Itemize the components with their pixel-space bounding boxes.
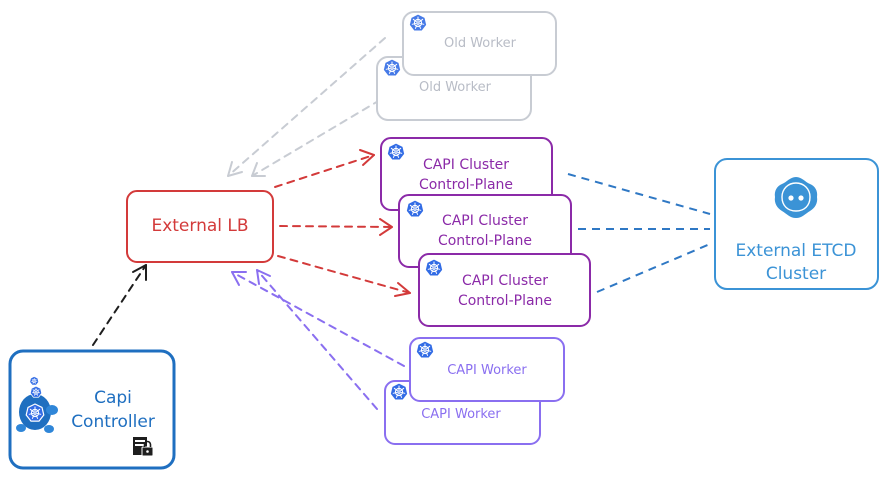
kubernetes-icon: [408, 13, 428, 32]
external-lb-node: External LB: [126, 190, 274, 263]
controlplane-2-node: CAPI Cluster Control-Plane: [398, 194, 572, 268]
old-worker-2-label: Old Worker: [419, 80, 492, 95]
kubernetes-icon: [386, 142, 406, 161]
capi-controller-node: Capi Controller: [8, 349, 176, 470]
worker-connectors: [231, 269, 405, 410]
worker-1-label: CAPI Worker: [447, 363, 527, 378]
controlplane-2-line2: Control-Plane: [438, 233, 532, 249]
controlplane-3-node: CAPI Cluster Control-Plane: [418, 253, 591, 327]
controlplane-1-line1: CAPI Cluster: [423, 157, 509, 173]
controlplane-3-line2: Control-Plane: [458, 293, 552, 309]
controlplane-1-line2: Control-Plane: [419, 177, 513, 193]
external-lb-label: External LB: [151, 216, 248, 236]
controlplane-2-line1: CAPI Cluster: [442, 213, 528, 229]
old-worker-1-label: Old Worker: [444, 36, 517, 51]
kubernetes-icon: [424, 258, 444, 277]
kubernetes-icon: [382, 58, 402, 77]
etcd-line2: Cluster: [766, 264, 826, 284]
kubernetes-icon: [389, 382, 409, 401]
controller-line2: Controller: [71, 412, 155, 432]
controller-to-lb-connector: [92, 264, 147, 346]
etcd-line1: External ETCD: [735, 241, 856, 261]
worker-1-node: CAPI Worker: [409, 337, 565, 402]
old-worker-1-node: Old Worker: [402, 11, 557, 76]
worker-2-label: CAPI Worker: [421, 407, 501, 422]
external-etcd-node: External ETCD Cluster: [714, 158, 879, 290]
old-worker-connectors: [227, 37, 386, 177]
cluster-api-turtle-icon: [16, 376, 58, 433]
lock-document-icon: [133, 437, 154, 457]
controlplane-to-etcd-connectors: [567, 173, 711, 293]
etcd-icon: [774, 177, 818, 218]
kubernetes-icon: [405, 199, 425, 218]
controlplane-1-node: CAPI Cluster Control-Plane: [380, 137, 553, 211]
controlplane-3-line1: CAPI Cluster: [462, 273, 548, 289]
kubernetes-icon: [415, 340, 435, 359]
lb-to-controlplane-connectors: [274, 149, 411, 297]
controller-line1: Capi: [94, 388, 132, 408]
